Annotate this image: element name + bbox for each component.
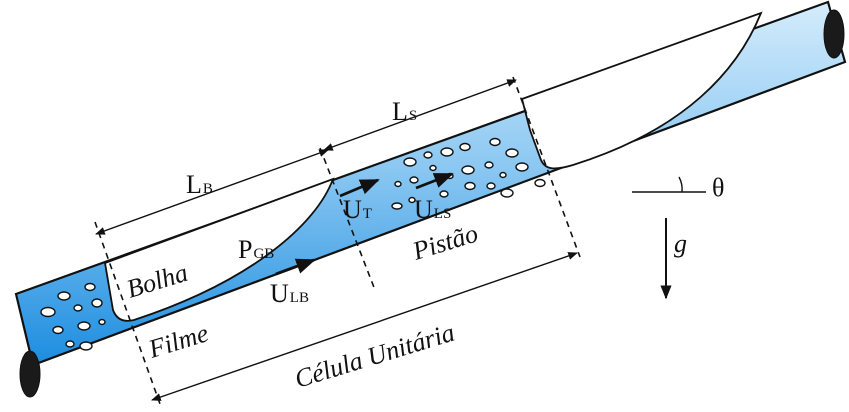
- label-gravity: g: [674, 229, 687, 258]
- symbol-ut: UT: [343, 195, 372, 224]
- velocity-arrows: [275, 172, 454, 276]
- dispersed-bubbles-left: [40, 282, 106, 351]
- taylor-bubble-trailing: [520, 11, 763, 170]
- symbol-ulb: ULB: [270, 279, 309, 308]
- lb-dimension-arrow: [95, 149, 329, 235]
- label-pistao: Pistão: [408, 219, 481, 266]
- pipe-left-end: [19, 350, 41, 398]
- unit-cell-dimension-arrow: [151, 252, 578, 401]
- symbol-lb: LB: [186, 170, 213, 199]
- label-celula-unitaria: Célula Unitária: [291, 318, 458, 394]
- ls-dimension-arrow: [323, 79, 517, 151]
- symbol-uls: ULS: [414, 195, 451, 224]
- symbol-ls: LS: [392, 97, 417, 126]
- angle-arc: [678, 176, 683, 193]
- pipe-right-end: [823, 9, 845, 59]
- label-filme: Filme: [144, 318, 211, 364]
- label-theta: θ: [712, 173, 724, 202]
- symbol-pgb: PGB: [238, 235, 274, 264]
